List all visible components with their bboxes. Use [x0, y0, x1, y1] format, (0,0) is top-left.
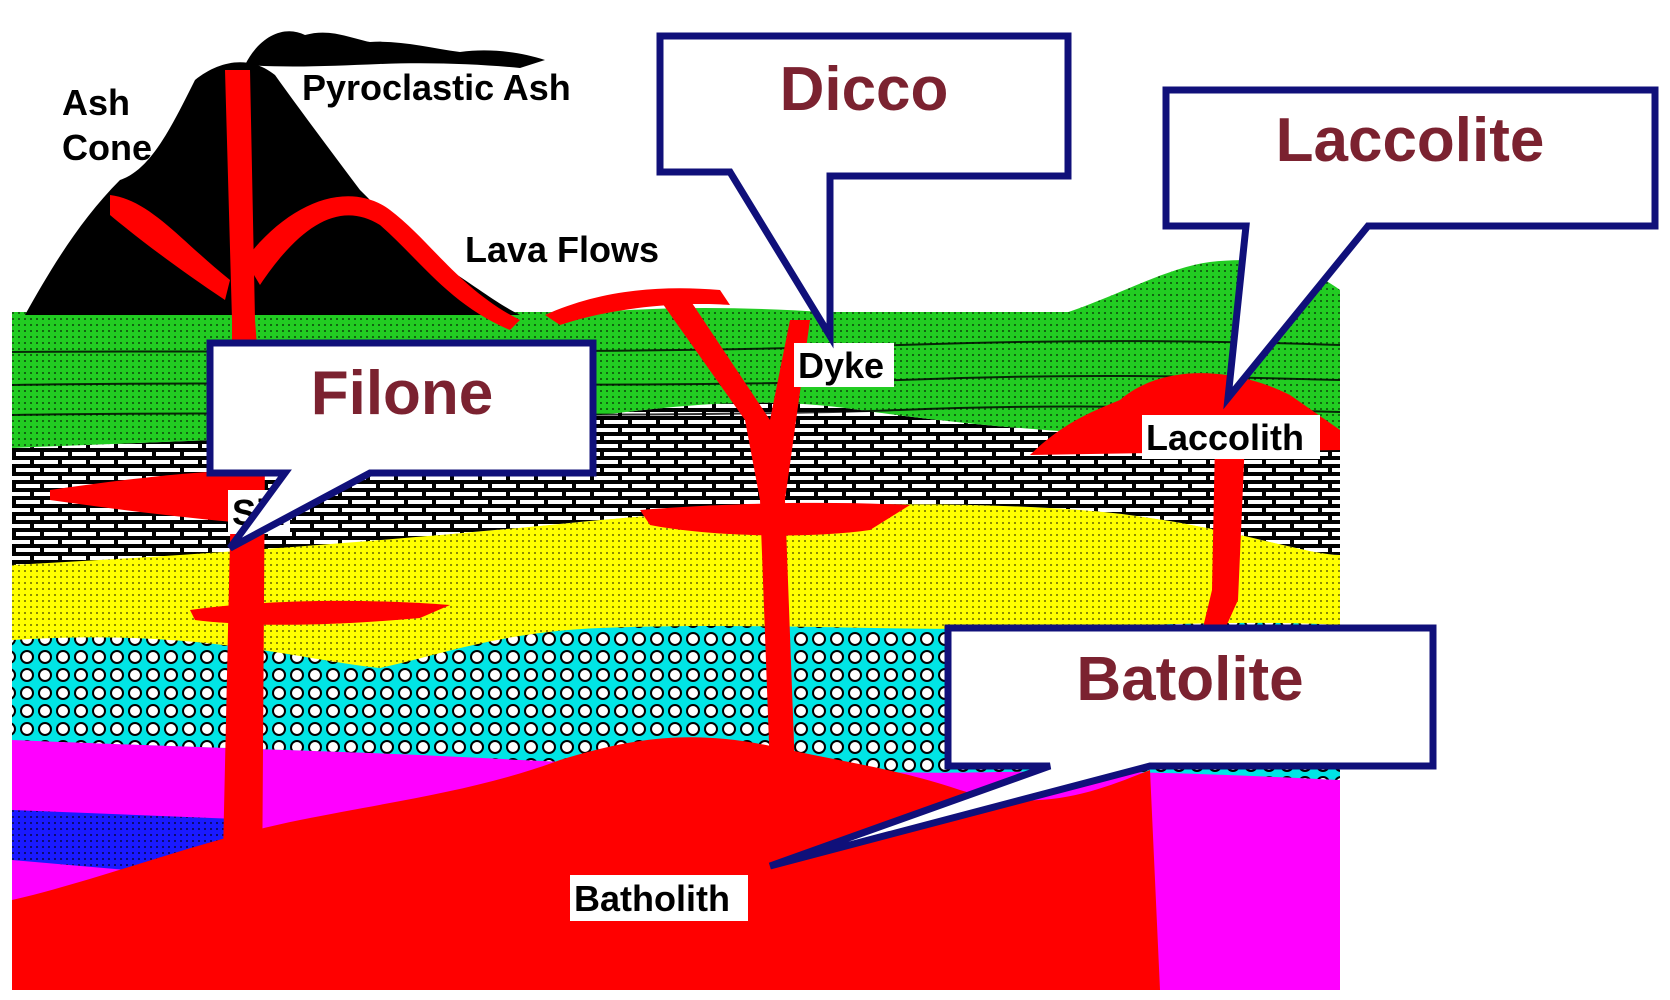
callout-dicco: Dicco [656, 32, 1072, 349]
original-labels: Ash Cone Pyroclastic Ash Lava Flows Dyke… [62, 67, 1320, 921]
callout-filone-text: Filone [311, 359, 494, 428]
ash-cloud [245, 31, 545, 68]
callout-filone: Filone [206, 339, 597, 552]
volcano-cone [25, 62, 520, 316]
pyroclastic-ash-label: Pyroclastic Ash [302, 67, 571, 108]
dyke-label: Dyke [798, 345, 884, 386]
batholith-mass [12, 737, 1160, 990]
ash-cone-label-line1: Ash [62, 82, 130, 123]
batholith-label: Batholith [574, 878, 730, 919]
callout-laccolite: Laccolite [1162, 86, 1659, 410]
callout-dicco-text: Dicco [780, 55, 949, 124]
magma-conduits [50, 70, 1340, 900]
lava-flows-label: Lava Flows [465, 229, 659, 270]
callout-batolite: Batolite [768, 624, 1437, 870]
laccolith-label: Laccolith [1146, 417, 1304, 458]
ash-cone-label-line2: Cone [62, 127, 152, 168]
callout-laccolite-text: Laccolite [1276, 106, 1545, 175]
callout-batolite-text: Batolite [1076, 645, 1303, 714]
